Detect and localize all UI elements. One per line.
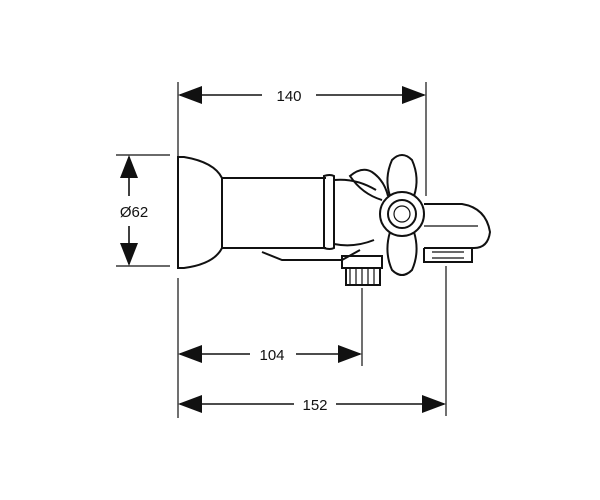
cross-handle [348,154,425,276]
dimension-diameter-62: Ø62 [116,154,170,267]
dimension-140: 140 [177,82,427,196]
spout [423,203,492,263]
dimension-label-diameter: Ø62 [120,204,148,221]
dimension-152: 152 [178,266,447,416]
dimension-label-140: 140 [276,88,301,105]
dimension-label-152: 152 [302,397,327,414]
dimension-104: 104 [177,278,363,418]
dimension-label-104: 104 [259,347,284,364]
faucet-body [177,156,383,286]
